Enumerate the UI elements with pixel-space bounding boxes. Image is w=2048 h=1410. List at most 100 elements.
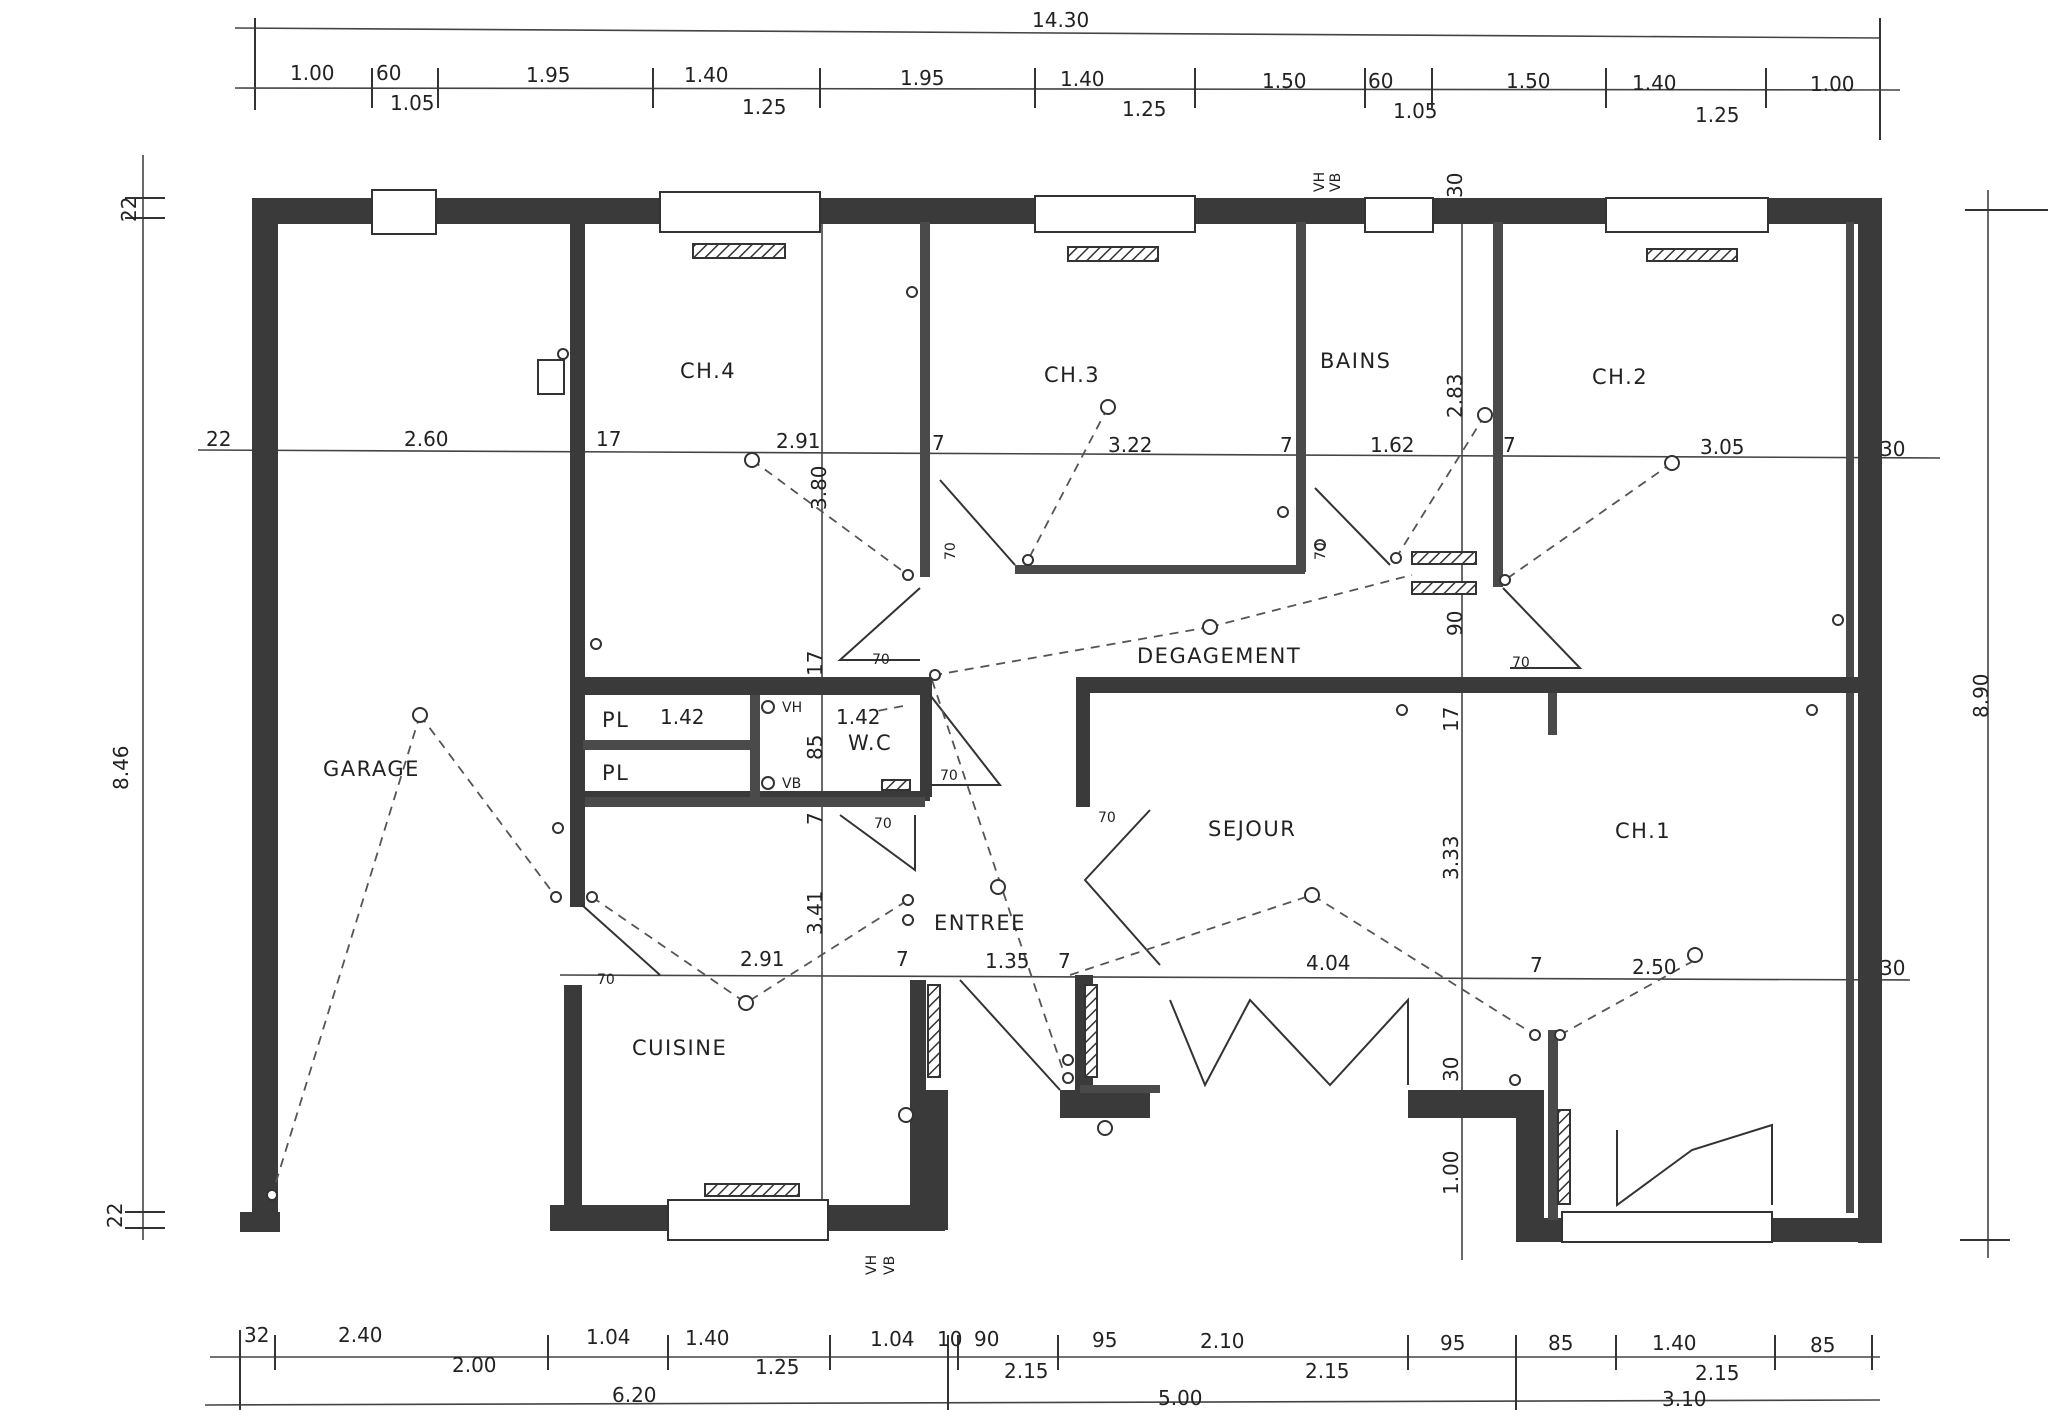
dim-bottom: 1.04	[870, 1327, 915, 1351]
dim-top-2: 1.25	[1695, 103, 1740, 127]
dim-door: 70	[874, 816, 892, 832]
windows	[371, 189, 1773, 1243]
dim-pl-width: 1.42	[660, 705, 705, 729]
dim-bottom-3: 6.20	[612, 1383, 657, 1407]
dim-cuisine-width: 2.91	[740, 947, 785, 971]
vent-high-top: VH	[1312, 172, 1328, 192]
dim-bottom: 90	[974, 1327, 999, 1351]
dim-bains-height: 2.83	[1443, 373, 1467, 418]
dim-top-2: 1.25	[742, 95, 787, 119]
dim-left-bottom: 22	[103, 1203, 127, 1228]
vent-high-wc: VH	[782, 700, 802, 716]
room-pl-1: PL	[602, 708, 629, 732]
outlets	[266, 286, 1844, 1201]
room-sejour: SEJOUR	[1208, 817, 1296, 841]
dim-top: 60	[376, 61, 401, 85]
radiators	[692, 243, 1738, 1205]
room-bains: BAINS	[1320, 349, 1392, 373]
dim-top: 1.95	[900, 66, 945, 90]
room-garage: GARAGE	[323, 757, 420, 781]
dim-wc-width: 1.42	[836, 705, 881, 729]
vent-high-bottom: VH	[864, 1255, 880, 1275]
dim-garage-width: 2.60	[404, 427, 449, 451]
dim-door: 70	[1098, 810, 1116, 826]
dim-top: 1.50	[1506, 69, 1551, 93]
dim-bottom: 2.40	[338, 1323, 383, 1347]
dim-entree-width: 1.35	[985, 949, 1030, 973]
interior-walls	[564, 222, 1858, 1230]
dim-right-mid: 30	[1880, 956, 1905, 980]
room-labels: GARAGE CH.4 CH.3 BAINS CH.2 DEGAGEMENT P…	[323, 349, 1671, 1060]
dim-door: 70	[943, 542, 959, 560]
dim-wall: 7	[1530, 953, 1543, 977]
bottom-dimension-lines	[204, 1330, 1881, 1410]
top-dimension-labels: 14.30 1.00 60 1.95 1.40 1.95 1.40 1.50 6…	[290, 8, 1855, 127]
dim-right-height: 8.90	[1969, 673, 1993, 718]
dim-top-2: 1.05	[390, 91, 435, 115]
dim-wall: 17	[803, 651, 827, 676]
room-cuisine: CUISINE	[632, 1036, 727, 1060]
room-ch1: CH.1	[1615, 819, 1671, 843]
dim-bottom-2: 2.00	[452, 1353, 497, 1377]
room-degagement: DEGAGEMENT	[1137, 644, 1301, 668]
dim-right-top: 30	[1880, 437, 1905, 461]
dim-wall: 30	[1439, 1057, 1463, 1082]
dim-overall-width: 14.30	[1032, 8, 1089, 32]
dim-bottom-2: 2.15	[1305, 1359, 1350, 1383]
dim-ch1-width: 2.50	[1632, 955, 1677, 979]
dim-bottom-2: 1.25	[755, 1355, 800, 1379]
dim-ch2-width: 3.05	[1700, 435, 1745, 459]
dim-bottom-3: 3.10	[1662, 1387, 1707, 1410]
ceiling-lights	[412, 359, 1703, 1136]
dim-wall: 17	[1439, 707, 1463, 732]
dim-wall: 17	[596, 427, 621, 451]
dim-top-2: 1.05	[1393, 99, 1438, 123]
electrical-circuits	[271, 406, 1696, 1196]
dim-ch4-height: 3.80	[807, 465, 831, 510]
dim-bottom: 85	[1810, 1333, 1835, 1357]
dim-bottom: 95	[1092, 1328, 1117, 1352]
dim-top: 1.40	[1632, 71, 1677, 95]
room-pl-2: PL	[602, 761, 629, 785]
dim-bottom-2: 2.15	[1004, 1359, 1049, 1383]
room-entree: ENTREE	[934, 911, 1026, 935]
dim-wall: 7	[1280, 433, 1293, 457]
dim-left-wall: 22	[206, 427, 231, 451]
dim-wall: 7	[932, 431, 945, 455]
dim-sejour-width: 4.04	[1306, 951, 1351, 975]
dim-sejour-height: 3.33	[1439, 835, 1463, 880]
bottom-dimension-labels: 32 2.40 1.04 1.40 1.04 10 90 95 2.10 95 …	[244, 1323, 1835, 1410]
dim-top-2: 1.25	[1122, 97, 1167, 121]
dim-door: 70	[872, 652, 890, 668]
room-wc: W.C	[848, 731, 892, 755]
dim-wall: 7	[1503, 433, 1516, 457]
door-swings	[581, 479, 1773, 1207]
room-ch2: CH.2	[1592, 365, 1648, 389]
interior-dimension-labels: 22 2.60 17 2.91 3.80 7 3.22 7 1.62 2.83 …	[206, 172, 1745, 1275]
dim-top: 1.40	[1060, 67, 1105, 91]
dim-top: 1.40	[684, 63, 729, 87]
room-ch4: CH.4	[680, 359, 736, 383]
dim-ch4-width: 2.91	[776, 429, 821, 453]
vent-low-bottom: VB	[882, 1256, 898, 1275]
dim-bottom: 1.40	[685, 1326, 730, 1350]
dim-top-wall: 30	[1443, 173, 1467, 198]
dim-wall: 7	[1058, 949, 1071, 973]
dim-bottom: 1.40	[1652, 1331, 1697, 1355]
dim-bottom: 2.10	[1200, 1329, 1245, 1353]
dim-door: 70	[597, 972, 615, 988]
dim-bottom: 1.04	[586, 1325, 631, 1349]
dim-top: 1.95	[526, 63, 571, 87]
dim-wall: 7	[803, 812, 827, 825]
dim-bottom: 32	[244, 1323, 269, 1347]
dim-bottom: 85	[1548, 1331, 1573, 1355]
dim-bottom-2: 2.15	[1695, 1361, 1740, 1385]
side-dimension-labels: 8.46 8.90 22 22 30 30	[103, 197, 1993, 1228]
dim-door-bains: 90	[1443, 611, 1467, 636]
dim-bottom: 10	[937, 1327, 962, 1351]
dim-left-top: 22	[117, 197, 141, 222]
dim-recess-depth: 1.00	[1439, 1150, 1463, 1195]
side-dimension-lines	[125, 155, 2048, 1260]
dim-door: 70	[1512, 655, 1530, 671]
